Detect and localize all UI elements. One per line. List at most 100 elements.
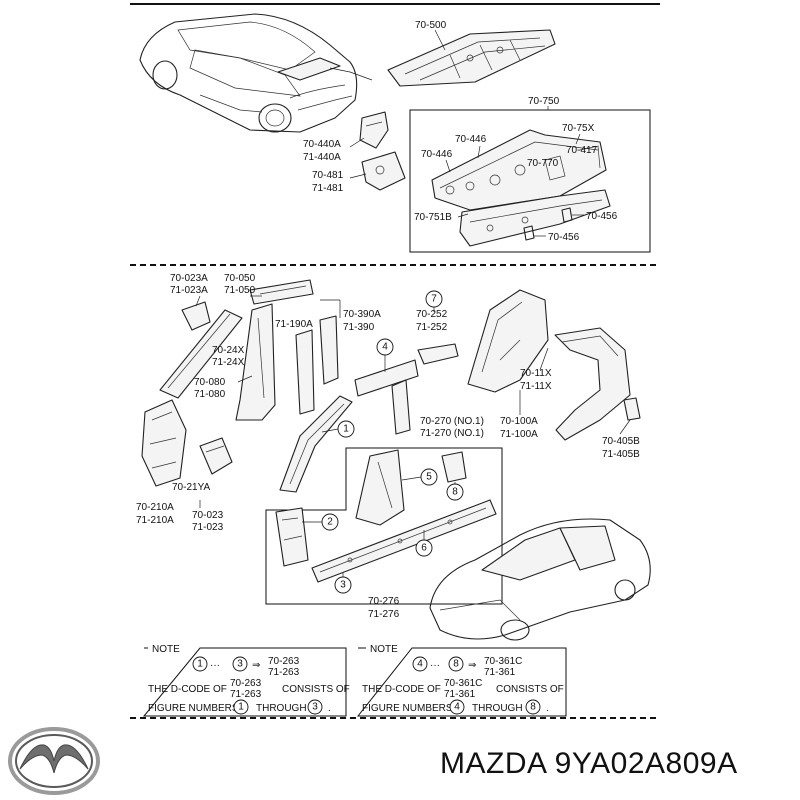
label-71-276: 71-276 (368, 609, 400, 620)
svg-text:···: ··· (430, 660, 440, 671)
svg-text:1: 1 (343, 424, 349, 435)
svg-text:6: 6 (421, 543, 427, 554)
label-70-417: 70-417 (566, 145, 598, 156)
svg-text:70-263: 70-263 (268, 656, 300, 667)
latch-bracket-part (359, 111, 389, 149)
callout-7: 7 (425, 290, 443, 308)
svg-text:4: 4 (382, 342, 388, 353)
pillar-bracket-part (441, 451, 467, 483)
rear-hook-part-b (561, 207, 573, 223)
svg-text:5: 5 (426, 472, 432, 483)
car-front-view-illustration (429, 518, 651, 641)
label-71-252: 71-252 (416, 322, 448, 333)
label-71-11x: 71-11X (520, 381, 552, 392)
label-71-023: 71-023 (192, 522, 224, 533)
svg-text:4: 4 (417, 659, 423, 670)
label-70-770: 70-770 (527, 158, 559, 169)
label-70-276: 70-276 (368, 596, 400, 607)
label-70-750: 70-750 (528, 96, 560, 107)
svg-text:70-263: 70-263 (230, 678, 262, 689)
label-70-24x: 70-24X (212, 345, 245, 356)
label-70-050: 70-050 (224, 273, 256, 284)
front-sill-lower-part (275, 507, 309, 567)
label-71-080: 71-080 (194, 389, 226, 400)
label-71-210a: 71-210A (136, 515, 174, 526)
label-70-210a: 70-210A (136, 502, 174, 513)
svg-text:7: 7 (431, 294, 437, 305)
label-71-023a: 71-023A (170, 285, 208, 296)
label-70-023: 70-023 (192, 510, 224, 521)
svg-text:70-361C: 70-361C (484, 656, 522, 667)
label-70-270: 70-270 (NO.1) (420, 416, 484, 427)
rear-panel-group-box (409, 109, 651, 253)
svg-text:THROUGH: THROUGH (472, 703, 523, 714)
svg-text:3: 3 (237, 659, 243, 670)
c-pillar-inner-part (295, 315, 339, 415)
label-70-023a: 70-023A (170, 273, 208, 284)
rear-hook-part-a (523, 225, 535, 241)
svg-text:71-361: 71-361 (444, 689, 476, 700)
callout-4: 4 (376, 338, 394, 356)
label-71-390: 71-390 (343, 322, 375, 333)
label-70-080: 70-080 (194, 377, 226, 388)
roof-rail-reinforcement-part (417, 343, 459, 365)
svg-text:8: 8 (453, 659, 459, 670)
roof-rail-part (249, 279, 314, 305)
label-71-190a: 71-190A (275, 319, 313, 330)
label-70-481: 70-481 (312, 170, 344, 181)
svg-text:8: 8 (530, 702, 536, 713)
label-71-481: 71-481 (312, 183, 344, 194)
note-box-left: NOTE 1 ··· 3 ⇒ 70-263 71-263 THE D-CODE … (142, 644, 350, 717)
side-panel-group-box (265, 447, 503, 605)
svg-text:3: 3 (312, 702, 318, 713)
label-70-11x: 70-11X (520, 368, 552, 379)
svg-text:4: 4 (454, 702, 460, 713)
front-pillar-outer-part (279, 395, 353, 493)
rear-wheel-house-outer-part (554, 327, 631, 441)
svg-text:THROUGH: THROUGH (256, 703, 307, 714)
svg-text:⇒: ⇒ (252, 660, 260, 671)
label-70-405b: 70-405B (602, 436, 640, 447)
svg-text:CONSISTS OF: CONSISTS OF (282, 684, 350, 695)
apron-bracket-part (199, 437, 233, 475)
svg-text:THE D-CODE OF: THE D-CODE OF (362, 684, 441, 695)
callout-2: 2 (321, 513, 339, 531)
label-70-100a: 70-100A (500, 416, 538, 427)
a-pillar-upper-part (159, 309, 243, 399)
center-pillar-lower-part (355, 449, 405, 526)
label-71-050: 71-050 (224, 285, 256, 296)
callout-5: 5 (420, 468, 438, 486)
rear-sill-part (459, 189, 611, 247)
note-left-title: NOTE (152, 644, 180, 655)
svg-text:···: ··· (210, 660, 220, 671)
svg-text:3: 3 (340, 580, 346, 591)
label-70-446-left: 70-446 (421, 149, 453, 160)
label-71-440a: 71-440A (303, 152, 341, 163)
svg-text:THE D-CODE OF: THE D-CODE OF (148, 684, 227, 695)
svg-text:2: 2 (327, 517, 333, 528)
svg-text:71-263: 71-263 (230, 689, 262, 700)
callout-3: 3 (334, 576, 352, 594)
label-70-21ya: 70-21YA (172, 482, 211, 493)
label-70-500: 70-500 (415, 20, 447, 31)
rear-panel-part (431, 129, 607, 211)
note-right-title: NOTE (370, 644, 398, 655)
label-70-390a: 70-390A (343, 309, 381, 320)
svg-text:1: 1 (238, 702, 244, 713)
svg-text:1: 1 (197, 659, 203, 670)
svg-text:71-263: 71-263 (268, 667, 300, 678)
label-70-751b: 70-751B (414, 212, 452, 223)
label-71-405b: 71-405B (602, 449, 640, 460)
label-70-456-right: 70-456 (586, 211, 618, 222)
label-70-252: 70-252 (416, 309, 448, 320)
label-71-24x: 71-24X (212, 357, 245, 368)
svg-text:.: . (546, 703, 549, 714)
svg-text:.: . (328, 703, 331, 714)
roof-panel-part (387, 29, 556, 87)
rear-wheel-house-inner-part (467, 289, 549, 393)
svg-text:70-361C: 70-361C (444, 678, 482, 689)
front-apron-part (141, 399, 187, 487)
label-71-270: 71-270 (NO.1) (420, 428, 484, 439)
svg-text:FIGURE NUMBERS: FIGURE NUMBERS (148, 703, 239, 714)
